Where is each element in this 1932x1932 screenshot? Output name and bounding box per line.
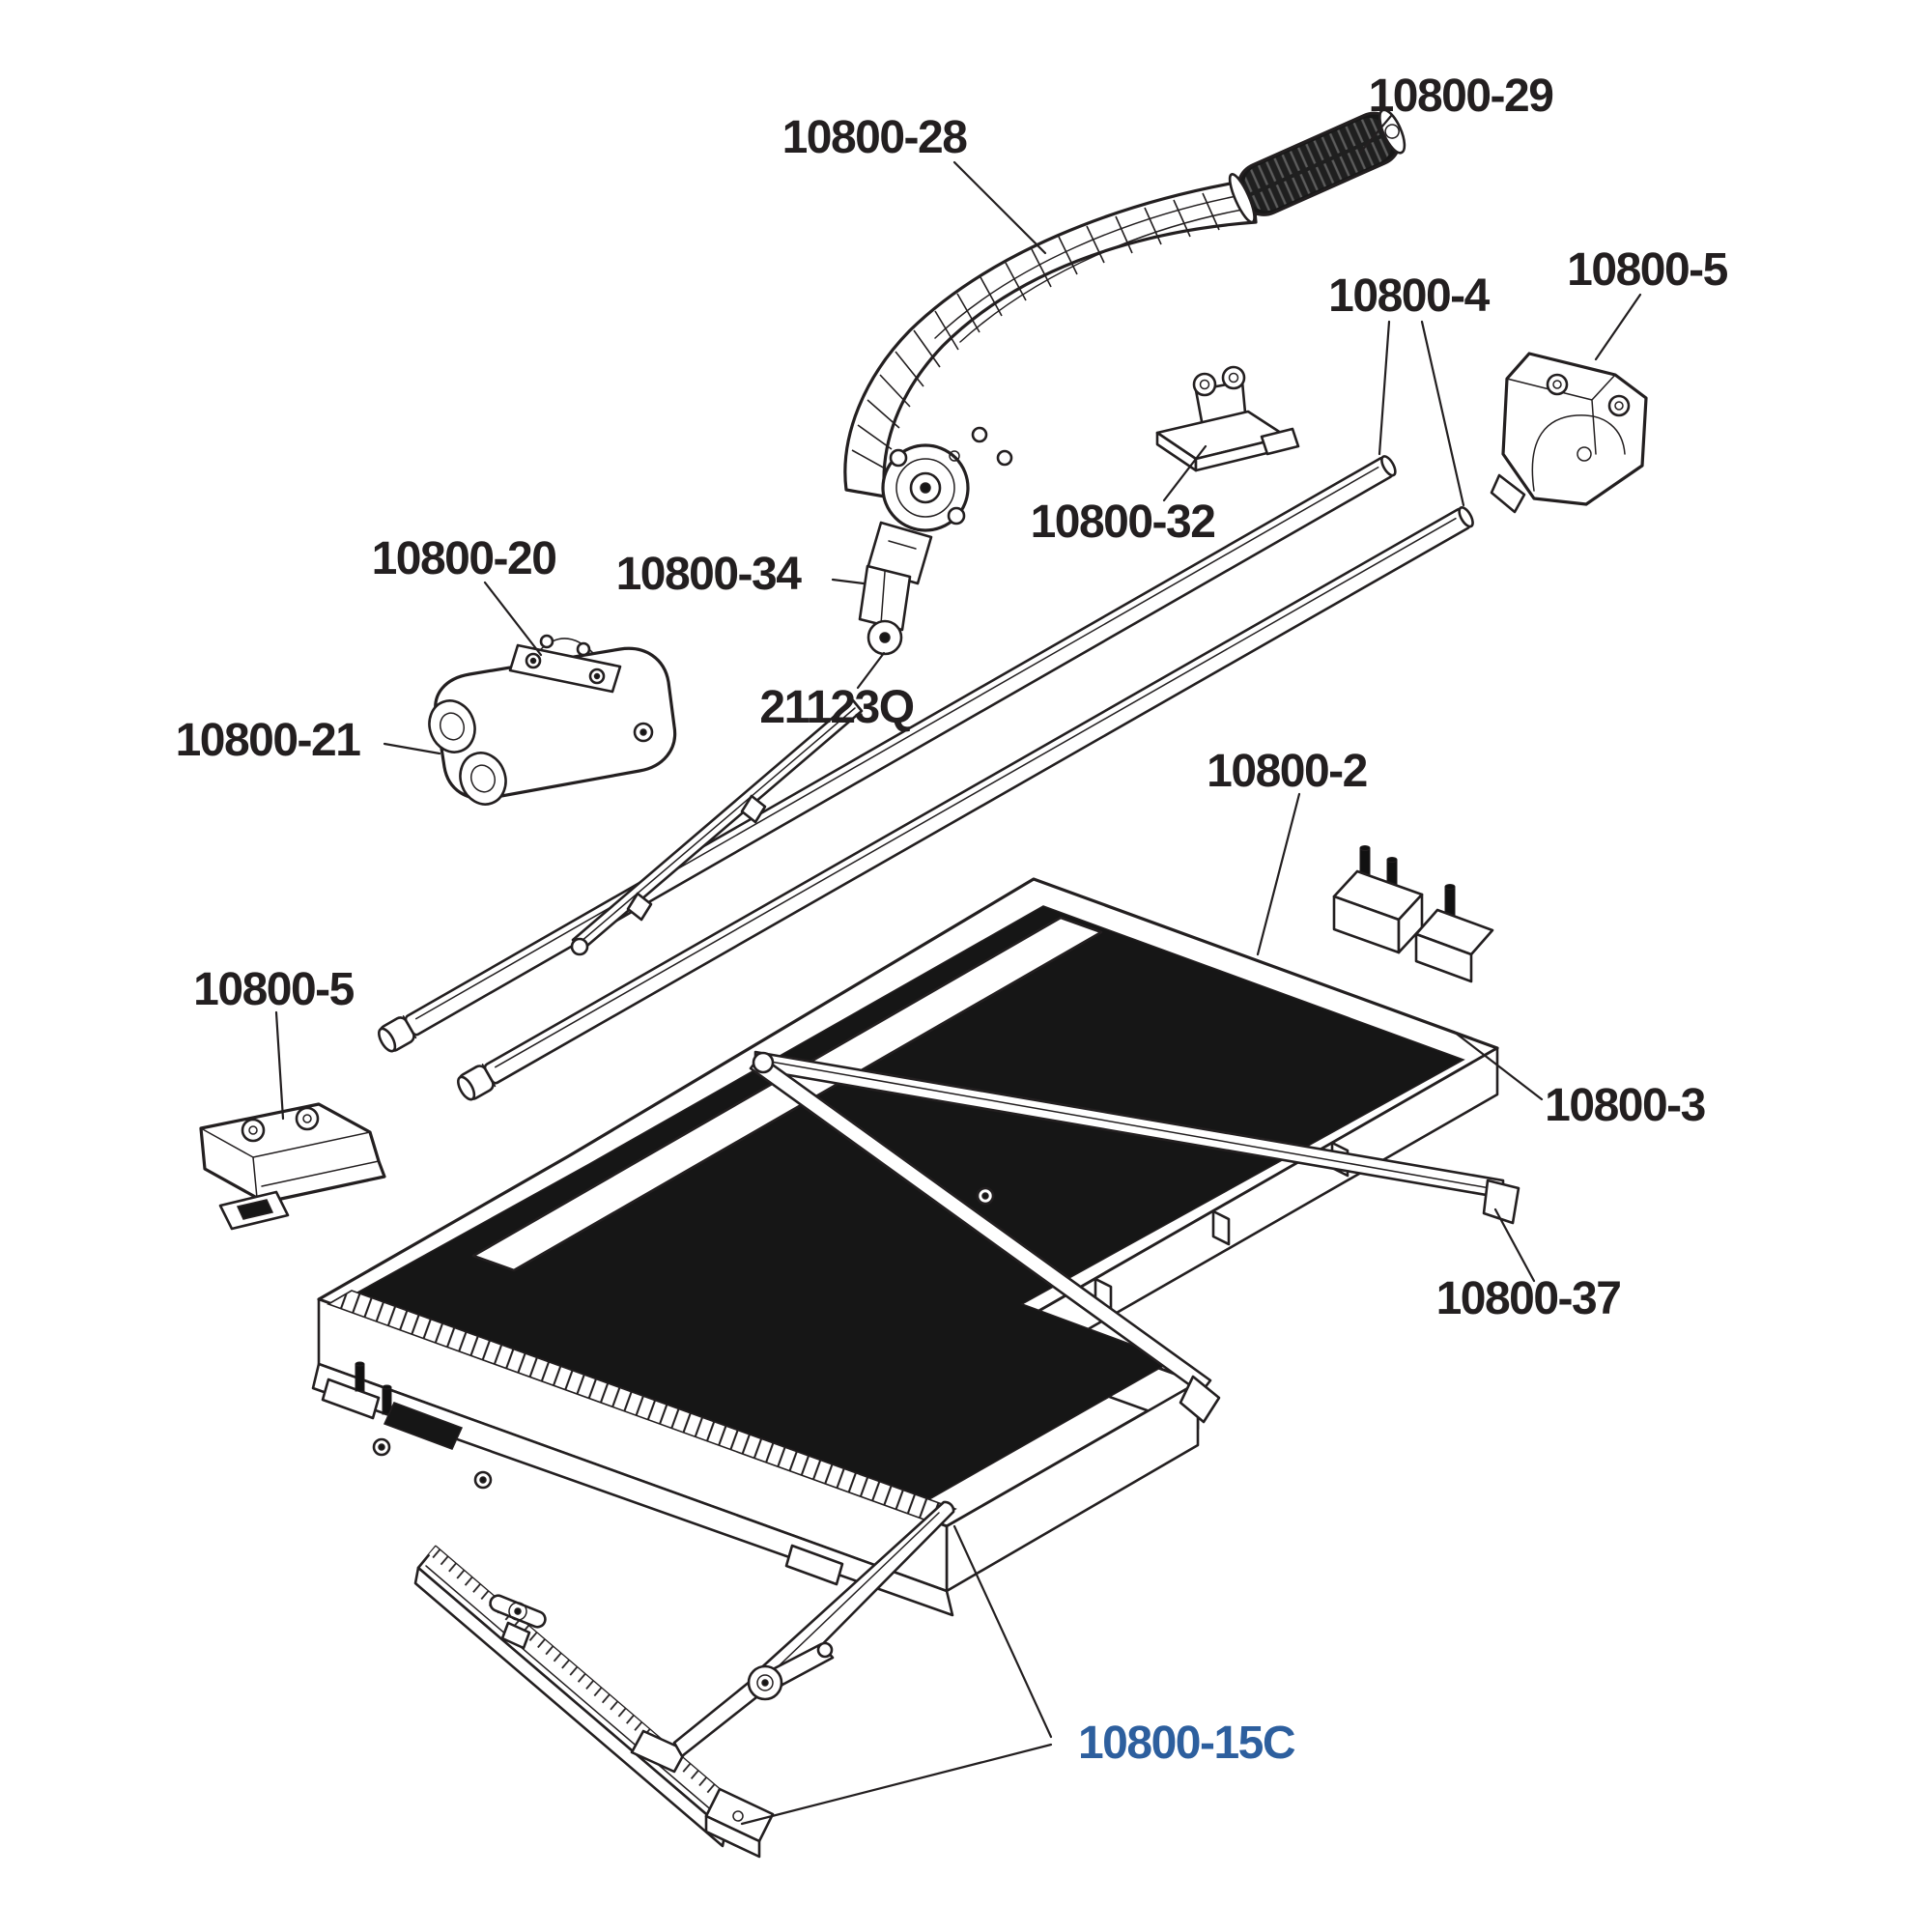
extension-arms-right (749, 1050, 1520, 1424)
part-label-10800-3: 10800-3 (1545, 1080, 1705, 1131)
handle-pivot (881, 426, 1013, 532)
leader-10800-5-top (1594, 293, 1642, 361)
base-table (311, 845, 1499, 1617)
part-label-10800-32: 10800-32 (1031, 497, 1215, 548)
part-label-10800-29: 10800-29 (1369, 71, 1553, 122)
part-label-10800-20: 10800-20 (372, 533, 556, 584)
end-bracket-top-right (1490, 352, 1648, 514)
leader-10800-4-b (1420, 320, 1465, 507)
rip-guide-assembly (413, 1500, 955, 1859)
handle-ribs (851, 192, 1220, 470)
extension-arm-left (570, 698, 864, 956)
leader-10800-29 (1358, 114, 1393, 155)
part-label-10800-37: 10800-37 (1436, 1273, 1621, 1324)
guide-rail-front (457, 506, 1474, 1101)
leader-10800-34 (831, 578, 866, 585)
part-label-21123q: 21123Q (759, 682, 913, 733)
leader-10800-15c-b (740, 1743, 1053, 1826)
part-label-10800-21: 10800-21 (176, 715, 361, 766)
leader-10800-21 (383, 742, 441, 755)
leader-10800-4-a (1378, 320, 1391, 456)
swivel-post-bracket (1155, 365, 1300, 472)
end-bracket-left (199, 1102, 386, 1231)
cutting-head (858, 521, 933, 656)
part-label-10800-28: 10800-28 (782, 112, 968, 163)
leader-10800-28 (952, 160, 1047, 255)
part-label-10800-15c: 10800-15C (1078, 1718, 1295, 1769)
part-label-10800-5-left: 10800-5 (193, 964, 354, 1015)
part-label-10800-5-top: 10800-5 (1567, 244, 1727, 296)
part-label-10800-2: 10800-2 (1207, 746, 1367, 797)
part-labels: 10800-28 10800-29 10800-5 10800-4 10800-… (176, 71, 1730, 1769)
leader-lines (274, 114, 1642, 1826)
leader-21123q (856, 651, 886, 690)
leader-10800-37 (1493, 1208, 1536, 1283)
wheel-fork (858, 564, 912, 632)
rubber-pad (355, 905, 1465, 1500)
leader-10800-3 (1452, 1030, 1544, 1101)
part-label-10800-4: 10800-4 (1328, 270, 1490, 322)
carriage-bore-2 (459, 752, 507, 806)
leader-10800-5-left (274, 1010, 285, 1121)
lever-handle-assembly (843, 108, 1406, 656)
leader-10800-2 (1256, 792, 1301, 956)
front-ruler-band (327, 1290, 957, 1523)
fence-knob (489, 1594, 547, 1629)
leader-10800-32 (1162, 444, 1208, 502)
leader-10800-15c-a (952, 1524, 1053, 1739)
carriage-assembly (428, 634, 677, 806)
leader-10800-20 (483, 581, 543, 657)
fence-blade (753, 1500, 955, 1694)
mounting-blocks (1332, 845, 1494, 983)
fence-slider (630, 1729, 688, 1774)
handle-grip (1228, 108, 1406, 224)
part-label-10800-34: 10800-34 (616, 549, 803, 600)
carriage-bore-1 (428, 699, 476, 753)
